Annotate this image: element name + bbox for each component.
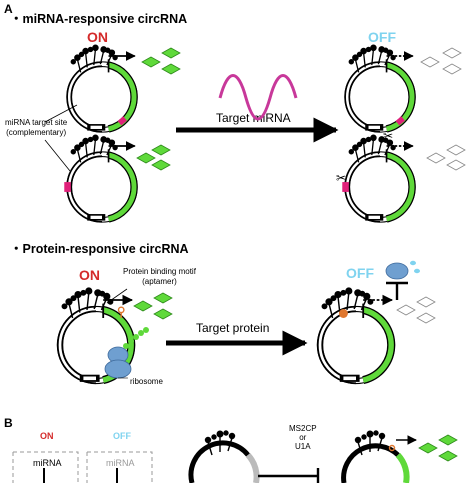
mirna-on-circrna-bottom: [64, 135, 135, 220]
mirna-on-circrna-top: [69, 45, 135, 130]
protein-section-title: ・Protein-responsive circRNA: [10, 242, 189, 256]
mirna-off-circrna-top: [347, 45, 413, 130]
scissors-icon-top: ✂: [383, 129, 393, 143]
mirna-off-empty-products-top: [420, 47, 462, 75]
mirna-wave-icon: [218, 74, 298, 121]
panel-b-circrna-left: [188, 430, 260, 483]
panel-b-off-header: OFF: [113, 431, 131, 441]
mirna-off-empty-products-bottom: [426, 144, 466, 171]
mirna-target-site-label: miRNA target site (complementary): [5, 118, 68, 137]
protein-on-products: [133, 292, 173, 320]
panel-a-letter: A: [4, 2, 13, 16]
mirna-on-label: ON: [87, 29, 108, 45]
protein-motif-label: Protein binding motif (aptamer): [123, 267, 196, 286]
panel-b-effector-label: MS2CP or U1A: [289, 424, 317, 452]
scissors-icon-bottom: ✂: [336, 171, 346, 185]
blocked-ribosome-icon: [385, 260, 420, 300]
ribosome-label: ribosome: [130, 377, 163, 386]
mirna-on-protein-products-top: [141, 47, 181, 75]
panel-b-off-box: [86, 451, 153, 483]
mirna-off-circrna-bottom: [342, 135, 413, 220]
panel-b-off-mirna: miRNA: [106, 458, 135, 468]
mirna-on-protein-products-bottom: [136, 144, 171, 171]
mirna-off-label: OFF: [368, 29, 396, 45]
panel-b-effector-icon: [258, 440, 280, 451]
protein-on-label: ON: [79, 267, 100, 283]
panel-b-letter: B: [4, 416, 13, 430]
protein-on-circrna: [60, 288, 132, 382]
panel-b-on-box: [12, 451, 79, 483]
panel-b-on-header: ON: [40, 431, 54, 441]
nascent-peptide-icon: [123, 327, 149, 349]
protein-arrow-label: Target protein: [196, 321, 270, 335]
mirna-section-title: ・miRNA-responsive circRNA: [10, 12, 188, 26]
panel-b-circrna-right: [341, 430, 417, 483]
ribosome-icon: [104, 346, 132, 379]
panel-b-protein-products: [418, 434, 458, 462]
protein-off-empty-products: [396, 296, 436, 324]
panel-b-on-mirna: miRNA: [33, 458, 62, 468]
target-protein-icon: [214, 286, 258, 308]
protein-off-circrna: [320, 288, 392, 382]
panel-b-inhibition-arrow: [258, 468, 320, 483]
protein-off-label: OFF: [346, 265, 374, 281]
